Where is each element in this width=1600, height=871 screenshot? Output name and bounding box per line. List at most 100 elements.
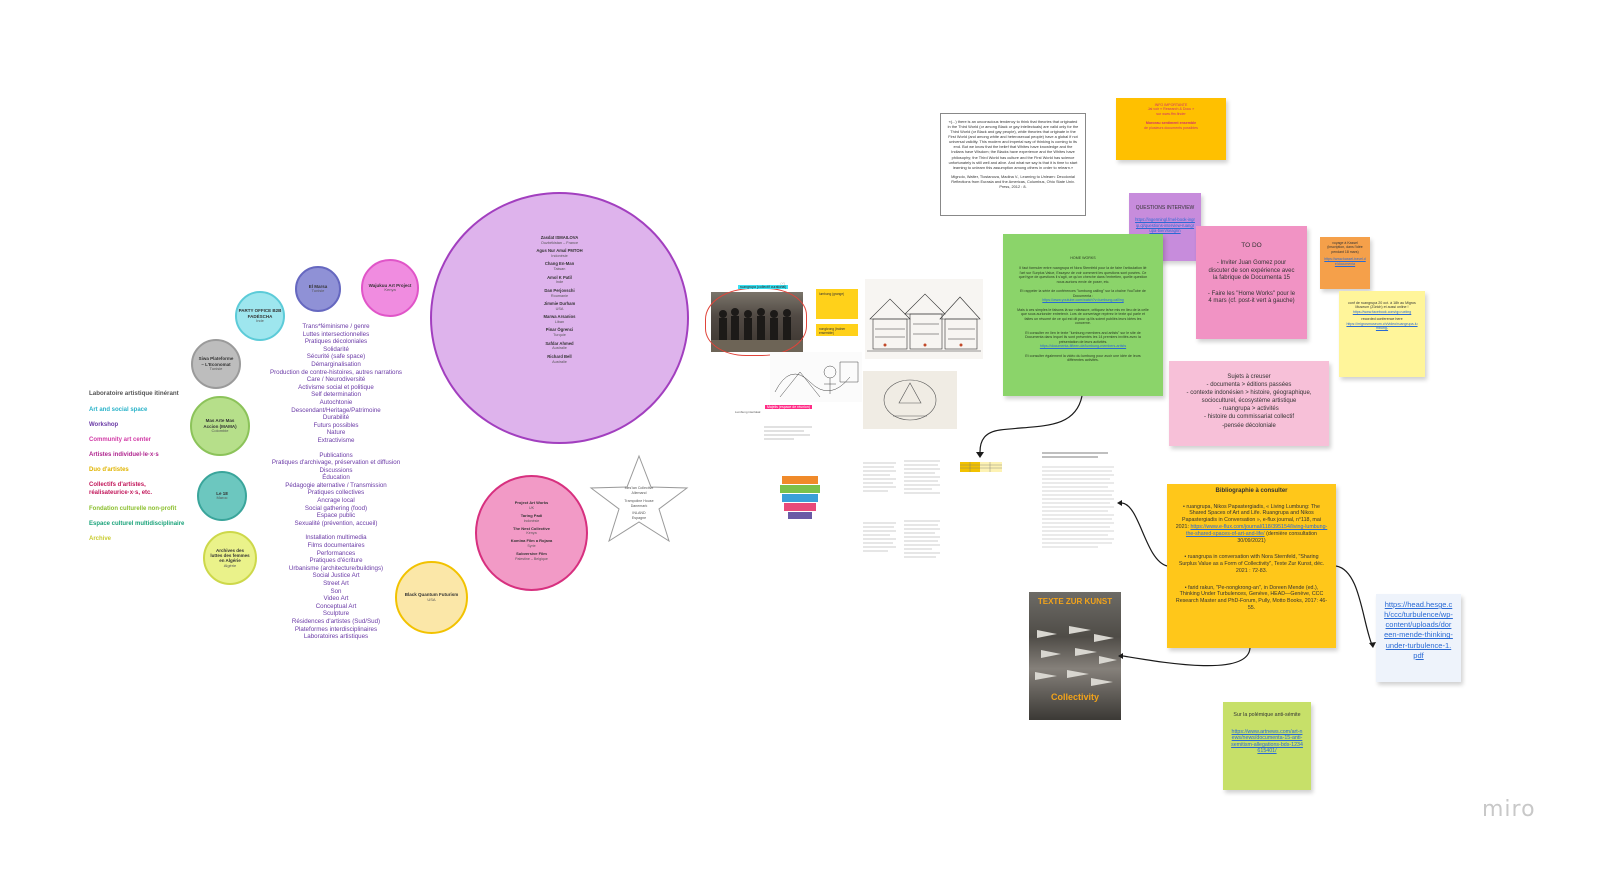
note-antisemite[interactable]: Sur la polémique anti-sémite https://www… <box>1223 702 1311 790</box>
arrowhead-2 <box>1117 500 1122 506</box>
sujets-title: Sujets à creuser <box>1227 374 1271 380</box>
theme-item: Pratiques collectives <box>307 489 365 497</box>
star-line-5: INLAND <box>632 511 646 516</box>
antisemite-link[interactable]: https://www.artnews.com/art-news/news/do… <box>1231 728 1303 755</box>
doc-lines-icon <box>863 460 940 558</box>
note-bibliographie[interactable]: Bibliographie à consulter • ruangrupa, N… <box>1167 484 1336 648</box>
theme-item: Urbanisme (architecture/buildings) <box>288 564 384 572</box>
node-wajukuu[interactable]: Wajukuu Art Project Kenya <box>361 259 419 317</box>
todo-item-1: - Inviter Juan Gomez pour discuter de so… <box>1208 260 1295 282</box>
node-mama[interactable]: Mas Arte Mas Accion (MAMA) Colombie <box>190 396 250 456</box>
node-le-18[interactable]: Le 18 Maroc <box>197 471 247 521</box>
note-nongkrong[interactable]: nongkrong (traîner ensemble) <box>816 324 858 336</box>
connector-biblio-to-head <box>1335 565 1373 646</box>
legend-item-espace: Espace culturel multidisciplinaire <box>89 521 185 528</box>
home-link-1[interactable]: https://www.youtube.com/watch?v=lumbung-… <box>1042 298 1124 303</box>
note-sujets[interactable]: Sujets à creuser - documenta > éditions … <box>1169 361 1329 446</box>
small-caption: Lumbung interlokal <box>735 410 761 414</box>
sujets-item-1: - documenta > éditions passées <box>1206 382 1292 389</box>
quote-citation: Mignolo, Walter, Tlostanova, Madina V., … <box>951 173 1075 189</box>
colorful-diagram[interactable] <box>778 472 822 520</box>
artist-name: Chang En-Man <box>544 261 575 267</box>
legend-item-collectifs: Collectifs d'artistes, réalisateurice·x·… <box>89 482 153 496</box>
voyage-text: voyage à Kassel (inscription, dans l'idé… <box>1327 241 1363 254</box>
article-document[interactable] <box>1038 445 1118 563</box>
node-sub: Algérie <box>223 562 237 568</box>
theme-item: Publications <box>319 451 353 459</box>
sketch-circle-diagram[interactable] <box>863 371 957 429</box>
note-conf-ruangrupa[interactable]: conf de ruangrupa 20 oct. à 18h au Migro… <box>1339 291 1425 377</box>
info-line-3: sur www.ffm.finder <box>1156 111 1186 116</box>
node-el-marsa[interactable]: El Marsa Tunisie <box>295 266 341 312</box>
node-title: Mas Arte Mas Accion (MAMA) <box>203 418 237 429</box>
sketch-figures-icon <box>774 361 859 398</box>
note-home-works[interactable]: HOME WORKS Il faut formuler entre ruangr… <box>1003 234 1163 396</box>
theme-item: Sexualité (prévention, accueil) <box>294 519 378 527</box>
artist-place: Palestine – Belgique <box>515 556 548 561</box>
todo-title: TO DO <box>1241 242 1262 249</box>
legend-item-community: Community art center <box>89 437 152 444</box>
theme-item: Espace public <box>316 512 356 520</box>
node-title: Wajukuu Art Project <box>368 282 412 288</box>
sketch-figures[interactable] <box>770 352 862 402</box>
home-link-2[interactable]: https://documenta-fifteen.de/lumbung-mem… <box>1039 344 1127 349</box>
node-party-office[interactable]: PARTY OFFICE B2B FADÉSCHA Inde <box>235 291 285 341</box>
note-voyage-kassel[interactable]: voyage à Kassel (inscription, dans l'idé… <box>1320 237 1370 289</box>
biblio-ref-1-link[interactable]: https://www.e-flux.com/journal/118/39515… <box>1185 523 1328 537</box>
node-black-quantum-futurism[interactable]: Black Quantum Futurism USA <box>395 561 468 634</box>
note-todo[interactable]: TO DO - Inviter Juan Gomez pour discuter… <box>1196 226 1307 339</box>
sketch-architecture[interactable] <box>865 279 983 359</box>
conf-link-2[interactable]: https://migrosmuseum.ch/video/ruangrupa-… <box>1346 321 1418 331</box>
theme-item: Plateformes interdisciplinaires <box>294 625 378 633</box>
sujets-item-5: -pensée décoloniale <box>1222 422 1276 429</box>
magazine-cover[interactable]: TEXTE ZUR KUNST Collectivity <box>1029 592 1121 720</box>
magazine-title: TEXTE ZUR KUNST <box>1037 597 1113 606</box>
artist-place: Turquie <box>553 333 566 338</box>
connector-biblio-to-article <box>1121 502 1168 567</box>
artist-place: UK <box>528 505 534 510</box>
note-head-link[interactable]: https://head.hesge.ch/ccc/turbulence/wp-… <box>1376 594 1461 682</box>
quote-box[interactable]: «(...) there is an unconscious tendency … <box>940 113 1086 216</box>
arrowhead-3 <box>1369 642 1376 648</box>
magazine-caption: Collectivity <box>1050 692 1099 702</box>
artist-place: Australie <box>552 346 567 351</box>
artist-name: Amol K Patil <box>547 274 572 280</box>
theme-item: Video Art <box>323 595 349 603</box>
small-table[interactable] <box>960 459 1002 472</box>
head-link[interactable]: https://head.hesge.ch/ccc/turbulence/wp-… <box>1384 600 1453 660</box>
node-archives[interactable]: Archives des luttes des femmes en Algéri… <box>203 531 257 585</box>
theme-item: Sécurité (safe space) <box>306 353 366 361</box>
note-lumbung[interactable]: lumbung (grange) <box>816 289 858 319</box>
legend-item-duo: Duo d'artistes <box>89 467 129 474</box>
photo-ruangrupa-group[interactable] <box>705 288 807 356</box>
biblio-ref-3: • farid rakun, "Pe-nongkrong-an", in Dor… <box>1175 584 1328 611</box>
questions-link[interactable]: https://ingermingl.fmel-book-ingrip.ql/q… <box>1135 217 1195 233</box>
voyage-link[interactable]: https://www.kassel-travel.de/documenta <box>1324 257 1366 266</box>
theme-item: Street Art <box>323 580 349 587</box>
star-shape[interactable] <box>588 453 690 543</box>
sujets-item-4: - histoire du commissariat collectif <box>1203 414 1295 421</box>
note-info-importante[interactable]: INFO IMPORTANTE Jai voir « Research & Do… <box>1116 98 1226 160</box>
doc-thumbnails[interactable] <box>860 457 942 575</box>
conf-link-1[interactable]: https://www.facebook.com/qp.ruxting <box>1352 309 1412 314</box>
node-siwa[interactable]: Siwa Plateforme – L'Economat Tunisie <box>191 339 241 389</box>
